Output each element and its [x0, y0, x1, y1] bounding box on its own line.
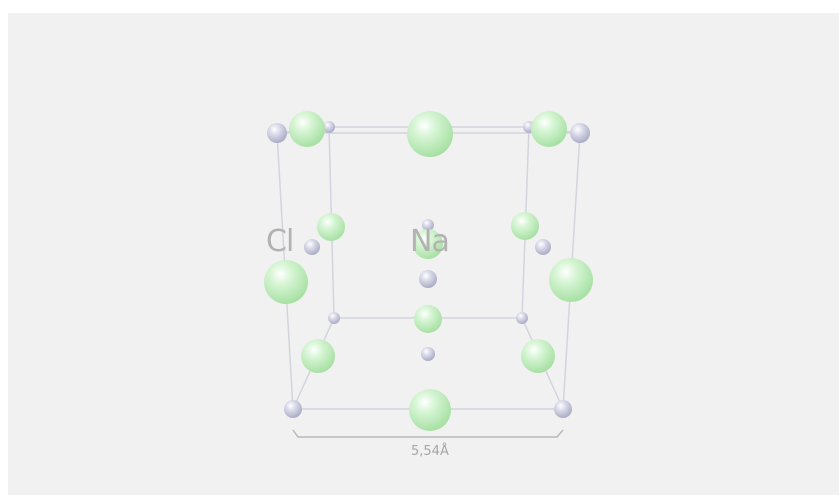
chlorine-atom [413, 229, 443, 259]
lattice-constant-label: 5,54Å [411, 444, 449, 459]
sodium-atom [304, 239, 320, 255]
sodium-atom [422, 219, 434, 231]
chlorine-atom [414, 305, 442, 333]
back-atoms [304, 121, 551, 361]
chlorine-atom [511, 212, 539, 240]
front-atoms [264, 111, 593, 431]
chlorine-atom [407, 111, 453, 157]
sodium-atom [284, 400, 302, 418]
chlorine-atom [289, 111, 325, 147]
sodium-atom [323, 121, 335, 133]
chlorine-atom [264, 260, 308, 304]
sodium-atom [535, 239, 551, 255]
chlorine-atom [317, 213, 345, 241]
sodium-atom [419, 270, 437, 288]
chlorine-atom [301, 339, 335, 373]
sodium-atom [267, 123, 287, 143]
sodium-atom [570, 123, 590, 143]
chlorine-atom [409, 389, 451, 431]
sodium-label: Na [410, 224, 450, 259]
dimension-bracket [292, 429, 564, 438]
sodium-atom [516, 312, 528, 324]
sodium-atom [554, 400, 572, 418]
chlorine-atom [549, 258, 593, 302]
sodium-atom [328, 312, 340, 324]
sodium-atom [421, 347, 435, 361]
chlorine-atom [521, 339, 555, 373]
chlorine-label: Cl [266, 224, 294, 259]
chlorine-atom [531, 111, 567, 147]
